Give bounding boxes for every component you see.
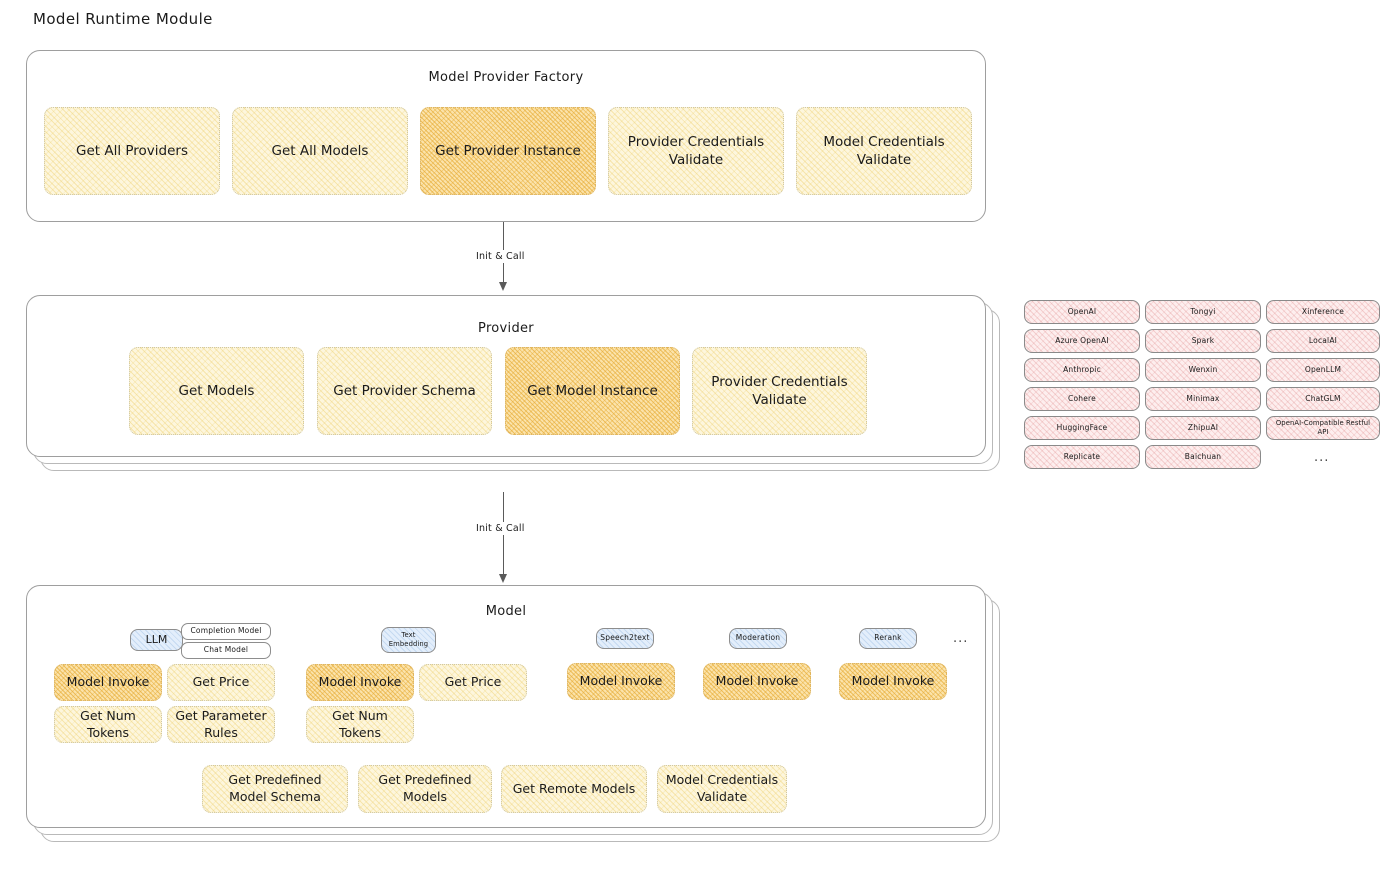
model-common-op-get-predefined-model-schema[interactable]: Get Predefined Model Schema bbox=[202, 765, 348, 813]
model-common-op-model-credentials-validate[interactable]: Model Credentials Validate bbox=[657, 765, 787, 813]
model-type-badge-rerank[interactable]: Rerank bbox=[859, 628, 917, 649]
model-subtype-badge-completion-model[interactable]: Completion Model bbox=[181, 623, 271, 640]
provider-chip-openai-compatible-restful-api[interactable]: OpenAI-Compatible Restful API bbox=[1266, 416, 1380, 440]
provider-chip-baichuan[interactable]: Baichuan bbox=[1145, 445, 1261, 469]
model-subtype-badge-chat-model[interactable]: Chat Model bbox=[181, 642, 271, 659]
provider-chip-localai[interactable]: LocalAI bbox=[1266, 329, 1380, 353]
provider-box-get-models[interactable]: Get Models bbox=[129, 347, 304, 435]
model-op-text-embedding-get-num-tokens[interactable]: Get Num Tokens bbox=[306, 706, 414, 743]
model-type-badge-text-embedding[interactable]: Text Embedding bbox=[381, 627, 436, 653]
arrow-factory-to-provider: Init & Call bbox=[472, 222, 529, 292]
provider-chip-replicate[interactable]: Replicate bbox=[1024, 445, 1140, 469]
arrow-head-icon bbox=[499, 574, 507, 583]
provider-title: Provider bbox=[478, 321, 534, 336]
model-op-llm-get-parameter-rules[interactable]: Get Parameter Rules bbox=[167, 706, 275, 743]
provider-chip-azure-openai[interactable]: Azure OpenAI bbox=[1024, 329, 1140, 353]
model-type-badge-llm[interactable]: LLM bbox=[130, 629, 183, 651]
model-op-llm-get-price[interactable]: Get Price bbox=[167, 664, 275, 701]
provider-list-ellipsis: ... bbox=[1314, 450, 1330, 465]
provider-chip-spark[interactable]: Spark bbox=[1145, 329, 1261, 353]
model-op-llm-get-num-tokens[interactable]: Get Num Tokens bbox=[54, 706, 162, 743]
factory-box-get-all-providers[interactable]: Get All Providers bbox=[44, 107, 220, 195]
model-op-speech2text-model-invoke[interactable]: Model Invoke bbox=[567, 663, 675, 700]
provider-chip-zhipuai[interactable]: ZhipuAI bbox=[1145, 416, 1261, 440]
provider-chip-wenxin[interactable]: Wenxin bbox=[1145, 358, 1261, 382]
model-op-text-embedding-get-price[interactable]: Get Price bbox=[419, 664, 527, 701]
factory-box-get-all-models[interactable]: Get All Models bbox=[232, 107, 408, 195]
provider-box-get-provider-schema[interactable]: Get Provider Schema bbox=[317, 347, 492, 435]
factory-box-get-provider-instance[interactable]: Get Provider Instance bbox=[420, 107, 596, 195]
model-type-badge-moderation[interactable]: Moderation bbox=[729, 628, 787, 649]
provider-chip-anthropic[interactable]: Anthropic bbox=[1024, 358, 1140, 382]
provider-chip-tongyi[interactable]: Tongyi bbox=[1145, 300, 1261, 324]
provider-chip-xinference[interactable]: Xinference bbox=[1266, 300, 1380, 324]
model-card-stack: Model LLM Completion Model Chat Model Mo… bbox=[26, 585, 1006, 855]
factory-title: Model Provider Factory bbox=[428, 70, 584, 85]
arrow-label-init-call-1: Init & Call bbox=[472, 250, 529, 263]
provider-chip-cohere[interactable]: Cohere bbox=[1024, 387, 1140, 411]
provider-chip-huggingface[interactable]: HuggingFace bbox=[1024, 416, 1140, 440]
model-op-rerank-model-invoke[interactable]: Model Invoke bbox=[839, 663, 947, 700]
provider-box-provider-credentials-validate[interactable]: Provider Credentials Validate bbox=[692, 347, 867, 435]
model-op-llm-model-invoke[interactable]: Model Invoke bbox=[54, 664, 162, 701]
arrow-label-init-call-2: Init & Call bbox=[472, 522, 529, 535]
arrow-head-icon bbox=[499, 282, 507, 291]
provider-implementations-list: OpenAI Azure OpenAI Anthropic Cohere Hug… bbox=[1024, 300, 1380, 475]
provider-box-get-model-instance[interactable]: Get Model Instance bbox=[505, 347, 680, 435]
model-common-op-get-predefined-models[interactable]: Get Predefined Models bbox=[358, 765, 492, 813]
provider-chip-openllm[interactable]: OpenLLM bbox=[1266, 358, 1380, 382]
model-types-ellipsis: ... bbox=[953, 631, 969, 646]
provider-card-stack: Provider Get Models Get Provider Schema … bbox=[26, 295, 1006, 480]
provider-chip-openai[interactable]: OpenAI bbox=[1024, 300, 1140, 324]
model-type-badge-speech2text[interactable]: Speech2text bbox=[596, 628, 654, 649]
factory-box-provider-credentials-validate[interactable]: Provider Credentials Validate bbox=[608, 107, 784, 195]
model-op-moderation-model-invoke[interactable]: Model Invoke bbox=[703, 663, 811, 700]
provider-chip-chatglm[interactable]: ChatGLM bbox=[1266, 387, 1380, 411]
model-op-text-embedding-model-invoke[interactable]: Model Invoke bbox=[306, 664, 414, 701]
arrow-provider-to-model: Init & Call bbox=[472, 492, 529, 584]
provider-chip-minimax[interactable]: Minimax bbox=[1145, 387, 1261, 411]
model-provider-factory-card: Model Provider Factory Get All Providers… bbox=[26, 50, 986, 222]
page-title: Model Runtime Module bbox=[33, 10, 213, 28]
model-title: Model bbox=[485, 604, 527, 619]
factory-box-model-credentials-validate[interactable]: Model Credentials Validate bbox=[796, 107, 972, 195]
model-common-op-get-remote-models[interactable]: Get Remote Models bbox=[501, 765, 647, 813]
